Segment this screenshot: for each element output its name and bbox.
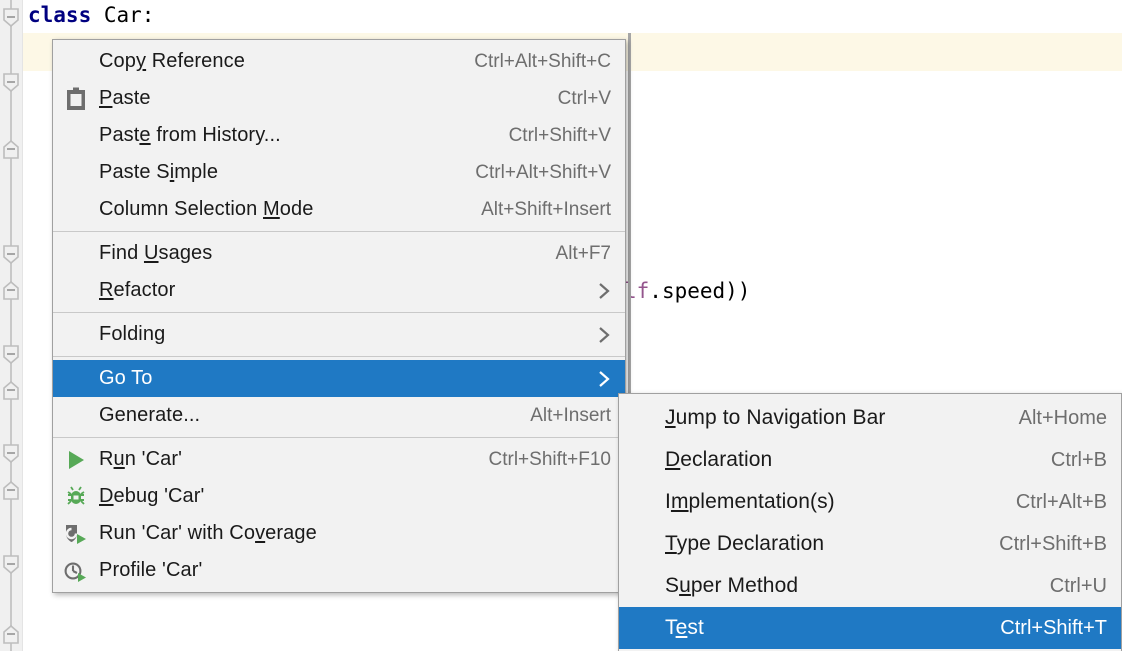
clipboard-icon bbox=[53, 87, 99, 111]
fold-marker-expand[interactable] bbox=[2, 281, 20, 300]
menu-item-label: Paste bbox=[99, 87, 151, 109]
menu-item-shortcut: Ctrl+Alt+Shift+V bbox=[475, 161, 611, 183]
menu-item-label: Go To bbox=[99, 367, 153, 389]
submenu-item-type-declaration[interactable]: Type Declaration Ctrl+Shift+B bbox=[619, 523, 1121, 565]
submenu-item-declaration[interactable]: Declaration Ctrl+B bbox=[619, 439, 1121, 481]
submenu-item-shortcut: Ctrl+Alt+B bbox=[1015, 490, 1107, 513]
submenu-item-super-method[interactable]: Super Method Ctrl+U bbox=[619, 565, 1121, 607]
menu-item-label: Copy Reference bbox=[99, 50, 245, 72]
submenu-item-shortcut: Ctrl+B bbox=[1050, 448, 1107, 471]
submenu-item-shortcut: Alt+Home bbox=[1018, 406, 1107, 429]
menu-item-label: Run 'Car' with Coverage bbox=[99, 522, 317, 544]
menu-item-shortcut: Alt+Insert bbox=[530, 404, 611, 426]
fold-marker-collapse[interactable] bbox=[2, 73, 20, 92]
menu-item-shortcut: Ctrl+Shift+V bbox=[508, 124, 611, 146]
menu-item-debug-car[interactable]: Debug 'Car' bbox=[53, 478, 625, 515]
chevron-right-icon bbox=[573, 369, 611, 389]
menu-item-paste-from-history[interactable]: Paste from History... Ctrl+Shift+V bbox=[53, 117, 625, 154]
code-line-class-car: class Car: bbox=[28, 0, 154, 34]
menu-item-refactor[interactable]: Refactor bbox=[53, 272, 625, 309]
code-identifier-car: Car: bbox=[91, 3, 155, 27]
menu-separator bbox=[53, 312, 625, 313]
profile-icon bbox=[53, 560, 99, 582]
menu-item-generate[interactable]: Generate... Alt+Insert bbox=[53, 397, 625, 434]
fold-marker-expand[interactable] bbox=[2, 481, 20, 500]
editor-gutter[interactable] bbox=[0, 0, 23, 651]
menu-separator bbox=[53, 437, 625, 438]
coverage-icon bbox=[53, 523, 99, 545]
fold-marker-collapse[interactable] bbox=[2, 555, 20, 574]
menu-item-column-selection-mode[interactable]: Column Selection Mode Alt+Shift+Insert bbox=[53, 191, 625, 228]
menu-item-label: Debug 'Car' bbox=[99, 485, 205, 507]
menu-item-shortcut: Ctrl+Alt+Shift+C bbox=[474, 50, 611, 72]
submenu-item-shortcut: Ctrl+U bbox=[1049, 574, 1107, 597]
menu-item-paste[interactable]: Paste Ctrl+V bbox=[53, 80, 625, 117]
menu-item-label: Generate... bbox=[99, 404, 201, 426]
menu-item-label: Paste Simple bbox=[99, 161, 219, 183]
submenu-item-label: Test bbox=[665, 616, 704, 639]
submenu-item-label: Super Method bbox=[665, 574, 799, 597]
submenu-item-label: Declaration bbox=[665, 448, 773, 471]
menu-item-folding[interactable]: Folding bbox=[53, 316, 625, 353]
chevron-right-icon bbox=[573, 325, 611, 345]
fold-guide-line bbox=[10, 0, 12, 651]
menu-item-paste-simple[interactable]: Paste Simple Ctrl+Alt+Shift+V bbox=[53, 154, 625, 191]
menu-item-profile-car[interactable]: Profile 'Car' bbox=[53, 552, 625, 589]
fold-marker-collapse[interactable] bbox=[2, 245, 20, 264]
debug-icon bbox=[53, 486, 99, 508]
menu-item-label: Column Selection Mode bbox=[99, 198, 314, 220]
menu-item-find-usages[interactable]: Find Usages Alt+F7 bbox=[53, 235, 625, 272]
menu-item-label: Run 'Car' bbox=[99, 448, 183, 470]
submenu-item-shortcut: Ctrl+Shift+B bbox=[999, 532, 1107, 555]
menu-item-shortcut: Ctrl+Shift+F10 bbox=[488, 448, 612, 470]
menu-item-run-car-with-coverage[interactable]: Run 'Car' with Coverage bbox=[53, 515, 625, 552]
fold-marker-expand[interactable] bbox=[2, 625, 20, 644]
fold-marker-collapse[interactable] bbox=[2, 345, 20, 364]
chevron-right-icon bbox=[573, 281, 611, 301]
menu-item-label: Folding bbox=[99, 323, 166, 345]
menu-item-label: Profile 'Car' bbox=[99, 559, 203, 581]
menu-item-label: Find Usages bbox=[99, 242, 213, 264]
submenu-item-label: Jump to Navigation Bar bbox=[665, 406, 886, 429]
menu-item-label: Refactor bbox=[99, 279, 176, 301]
fold-marker-collapse[interactable] bbox=[2, 444, 20, 463]
editor-vertical-divider bbox=[628, 33, 631, 393]
menu-separator bbox=[53, 231, 625, 232]
code-keyword-class: class bbox=[28, 3, 92, 27]
run-icon bbox=[53, 449, 99, 471]
menu-item-shortcut: Alt+Shift+Insert bbox=[481, 198, 611, 220]
fold-marker-expand[interactable] bbox=[2, 140, 20, 159]
menu-item-run-car[interactable]: Run 'Car' Ctrl+Shift+F10 bbox=[53, 441, 625, 478]
menu-item-copy-reference[interactable]: Copy Reference Ctrl+Alt+Shift+C bbox=[53, 43, 625, 80]
submenu-item-label: Type Declaration bbox=[665, 532, 825, 555]
code-line-self-speed: lf.speed)) bbox=[624, 272, 750, 310]
code-fragment-rest: .speed)) bbox=[649, 279, 751, 303]
fold-marker-collapse[interactable] bbox=[2, 8, 20, 27]
menu-item-shortcut: Alt+F7 bbox=[555, 242, 611, 264]
submenu-item-test[interactable]: Test Ctrl+Shift+T bbox=[619, 607, 1121, 649]
submenu-item-implementation-s[interactable]: Implementation(s) Ctrl+Alt+B bbox=[619, 481, 1121, 523]
menu-item-label: Paste from History... bbox=[99, 124, 281, 146]
fold-marker-expand[interactable] bbox=[2, 381, 20, 400]
submenu-item-jump-to-navigation-bar[interactable]: Jump to Navigation Bar Alt+Home bbox=[619, 397, 1121, 439]
menu-item-go-to[interactable]: Go To bbox=[53, 360, 625, 397]
menu-item-shortcut: Ctrl+V bbox=[557, 87, 611, 109]
submenu-item-label: Implementation(s) bbox=[665, 490, 835, 513]
submenu-item-shortcut: Ctrl+Shift+T bbox=[1000, 616, 1107, 639]
menu-separator bbox=[53, 356, 625, 357]
